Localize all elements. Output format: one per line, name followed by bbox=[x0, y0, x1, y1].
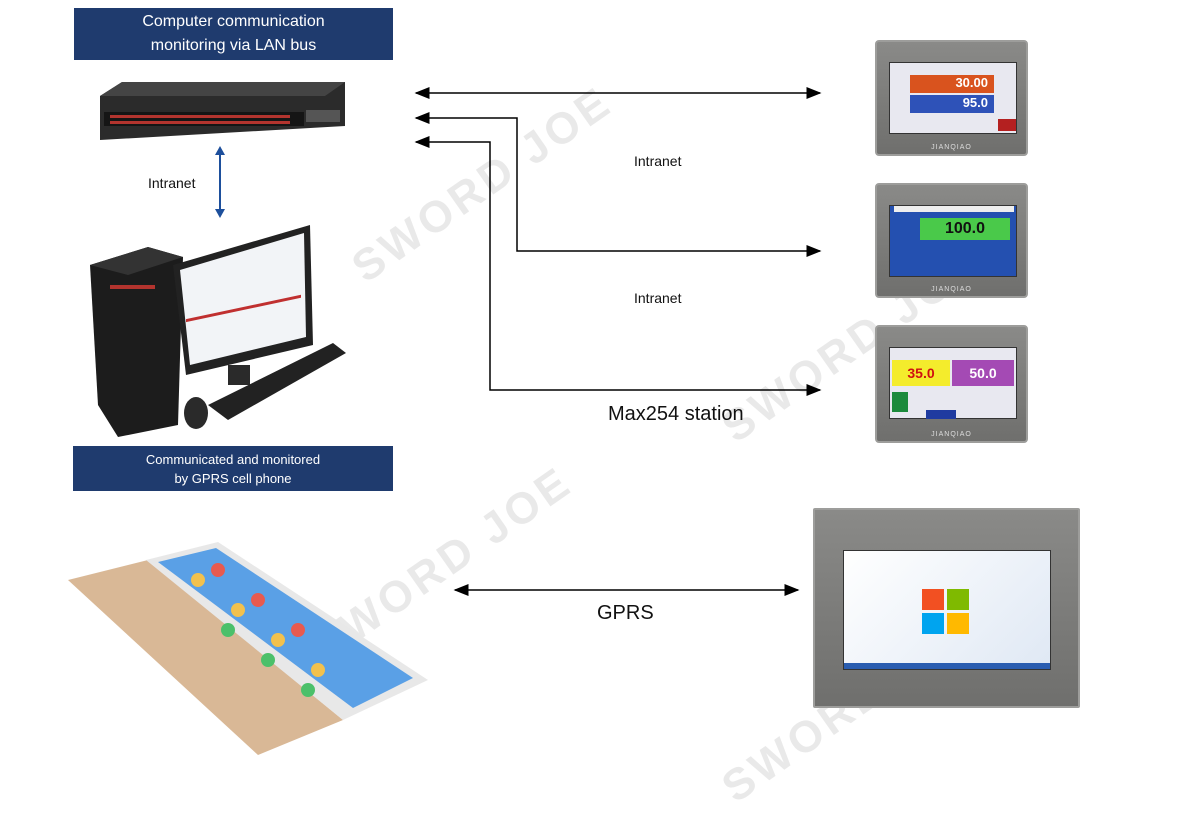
gprs-label: GPRS bbox=[597, 602, 654, 624]
controller-panel-3: 35.0 50.0 JIANQIAO bbox=[875, 325, 1028, 443]
controller-panel-1: 30.00 95.0 JIANQIAO bbox=[875, 40, 1028, 156]
lan-banner-line2: monitoring via LAN bus bbox=[150, 37, 317, 54]
intranet-label-left: Intranet bbox=[148, 175, 196, 191]
connection-arrow-2 bbox=[414, 112, 822, 257]
windows-touch-panel bbox=[813, 508, 1080, 708]
intranet-vertical-arrow bbox=[215, 146, 225, 218]
gprs-banner: Communicated and monitored by GPRS cell … bbox=[73, 446, 393, 491]
controller-panel-2: 100.0 JIANQIAO bbox=[875, 183, 1028, 298]
lan-banner: Computer communication monitoring via LA… bbox=[74, 8, 393, 60]
lan-banner-line1: Computer communication bbox=[142, 13, 325, 30]
panel-3-brand: JIANQIAO bbox=[931, 431, 972, 438]
panel-2-value-1: 100.0 bbox=[920, 218, 1010, 240]
network-switch bbox=[100, 82, 345, 142]
intranet-label-1: Intranet bbox=[634, 153, 682, 169]
panel-3-value-2: 50.0 bbox=[952, 360, 1014, 386]
gprs-banner-line2: by GPRS cell phone bbox=[174, 470, 292, 486]
panel-1-value-1: 30.00 bbox=[910, 75, 994, 93]
desktop-computer bbox=[88, 225, 348, 437]
panel-1-brand: JIANQIAO bbox=[931, 144, 972, 151]
windows-logo-icon bbox=[922, 589, 969, 634]
smartphone bbox=[68, 540, 433, 760]
intranet-label-2: Intranet bbox=[634, 290, 682, 306]
panel-2-brand: JIANQIAO bbox=[931, 286, 972, 293]
panel-3-value-1: 35.0 bbox=[892, 360, 950, 386]
station-label: Max254 station bbox=[608, 403, 744, 425]
panel-1-value-2: 95.0 bbox=[910, 95, 994, 113]
gprs-banner-line1: Communicated and monitored bbox=[145, 451, 321, 467]
connection-arrow-3 bbox=[414, 136, 822, 396]
